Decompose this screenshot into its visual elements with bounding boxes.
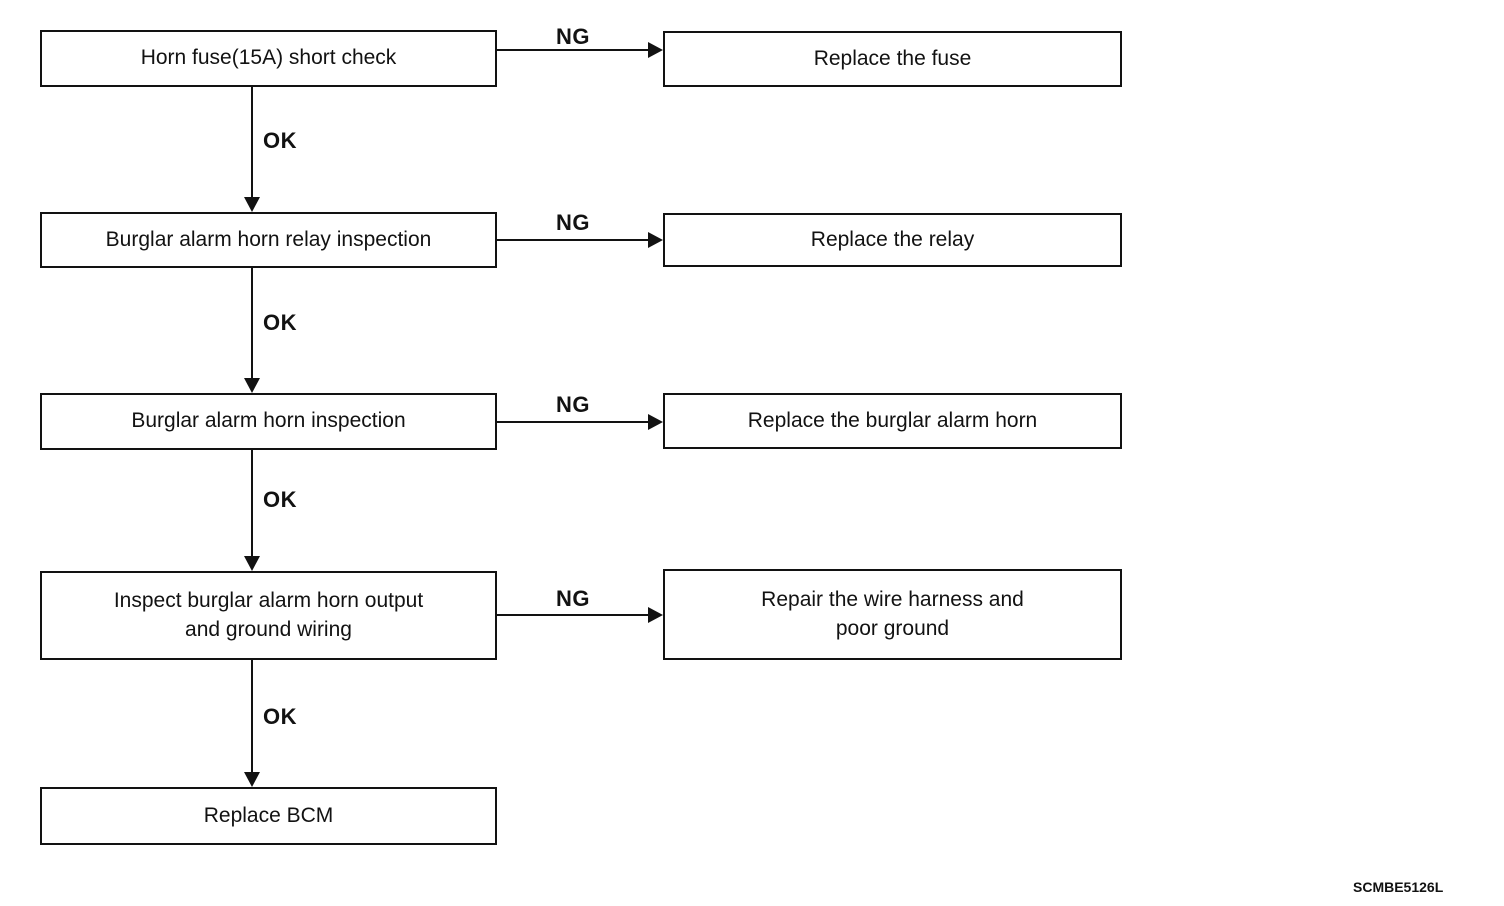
ng-label-2: NG [556, 210, 590, 235]
ng-connector-line-2 [497, 239, 650, 241]
ng-arrowhead-icon-1 [648, 42, 663, 58]
ng-action-box-replace-fuse: Replace the fuse [663, 31, 1122, 87]
ok-connector-line-1 [251, 87, 253, 199]
ok-label-3: OK [263, 487, 297, 512]
ng-label-4: NG [556, 586, 590, 611]
ng-action-box-replace-relay: Replace the relay [663, 213, 1122, 267]
flow-step-box-replace-bcm: Replace BCM [40, 787, 497, 845]
ng-label-3: NG [556, 392, 590, 417]
ok-label-2: OK [263, 310, 297, 335]
flow-step-box-horn-inspection: Burglar alarm horn inspection [40, 393, 497, 450]
ok-connector-line-2 [251, 268, 253, 380]
ok-connector-line-4 [251, 660, 253, 774]
ng-arrowhead-icon-3 [648, 414, 663, 430]
ng-connector-line-1 [497, 49, 650, 51]
figure-code: SCMBE5126L [1353, 879, 1444, 895]
ok-arrowhead-icon-4 [244, 772, 260, 787]
flow-step-box-relay-inspection: Burglar alarm horn relay inspection [40, 212, 497, 268]
ok-arrowhead-icon-1 [244, 197, 260, 212]
ng-label-1: NG [556, 24, 590, 49]
ok-arrowhead-icon-2 [244, 378, 260, 393]
ng-connector-line-3 [497, 421, 650, 423]
ng-action-box-replace-horn: Replace the burglar alarm horn [663, 393, 1122, 449]
ng-connector-line-4 [497, 614, 650, 616]
ok-label-4: OK [263, 704, 297, 729]
flow-step-box-horn-fuse-check: Horn fuse(15A) short check [40, 30, 497, 87]
flow-step-box-output-ground-wiring: Inspect burglar alarm horn output and gr… [40, 571, 497, 660]
ok-label-1: OK [263, 128, 297, 153]
ok-arrowhead-icon-3 [244, 556, 260, 571]
ng-action-box-repair-wire-harness: Repair the wire harness and poor ground [663, 569, 1122, 660]
ng-arrowhead-icon-4 [648, 607, 663, 623]
ok-connector-line-3 [251, 450, 253, 558]
ng-arrowhead-icon-2 [648, 232, 663, 248]
